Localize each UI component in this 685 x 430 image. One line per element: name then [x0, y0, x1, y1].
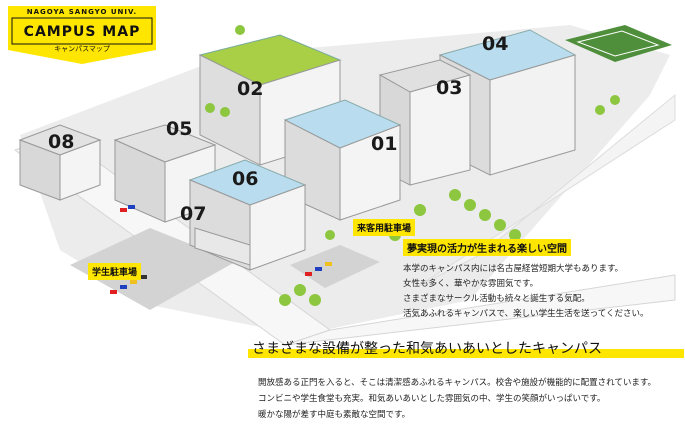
building-label-08: 08 [48, 131, 74, 153]
body-line: コンビニや学生食堂も充実。和気あいあいとした雰囲気の中、学生の笑顔がいっぱいです… [258, 394, 606, 404]
road [419, 93, 676, 286]
student-parking-lot [70, 228, 235, 310]
building-label-06: 06 [232, 168, 258, 190]
road [284, 274, 676, 346]
badge-banner-shape [8, 6, 156, 64]
main-description: 開放感ある正門を入ると、そこは清潔感あふれるキャンパス。校舎や施設が機能的に配置… [258, 375, 683, 423]
building-label-02: 02 [237, 78, 263, 100]
student-parking-label: 学生駐車場 [88, 263, 142, 280]
building-label-01: 01 [371, 133, 397, 155]
building-label-07: 07 [180, 203, 206, 225]
body-line: 暖かな陽が差す中庭も素敵な空間です。 [258, 410, 411, 420]
main-heading: さまざまな設備が整った和気あいあいとしたキャンパス [252, 341, 602, 357]
building-label-05: 05 [166, 118, 192, 140]
badge-title: CAMPUS MAP [23, 24, 141, 40]
side-heading: 夢実現の活力が生まれる楽しい空間 [403, 239, 571, 256]
building-label-04: 04 [482, 33, 508, 55]
visitor-parking-lot [290, 245, 380, 288]
building-label-03: 03 [436, 77, 462, 99]
side-description: 夢実現の活力が生まれる楽しい空間 本学のキャンパス内には名古屋経営短期大学もあり… [403, 237, 683, 322]
badge-university-name: NAGOYA SANGYO UNIV. [26, 8, 138, 16]
building-07 [194, 227, 251, 266]
side-line: 本学のキャンパス内には名古屋経営短期大学もあります。 [403, 264, 624, 274]
campus-map-badge: NAGOYA SANGYO UNIV. CAMPUS MAP キャンパスマップ [8, 6, 156, 64]
badge-subtitle: キャンパスマップ [54, 45, 110, 53]
visitor-parking-label: 来客用駐車場 [353, 219, 416, 236]
side-line: 活気あふれるキャンパスで、楽しい学生生活を送ってください。 [403, 309, 649, 319]
body-line: 開放感ある正門を入ると、そこは清潔感あふれるキャンパス。校舎や施設が機能的に配置… [258, 378, 657, 388]
side-line: さまざまなサークル活動も続々と誕生する気配。 [403, 294, 590, 304]
tennis-court [565, 25, 672, 62]
side-line: 女性も多く、華やかな雰囲気です。 [403, 279, 539, 289]
main-heading-highlight [248, 349, 684, 358]
cars [110, 205, 332, 294]
